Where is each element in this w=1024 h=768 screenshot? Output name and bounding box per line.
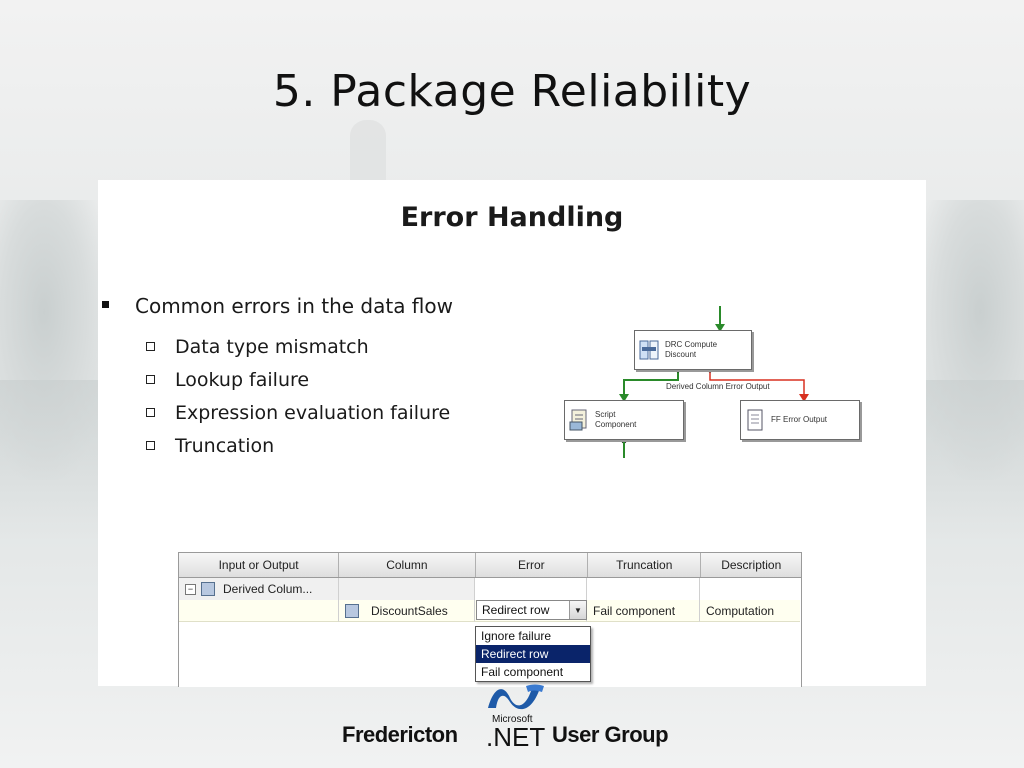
- output-name: Derived Colum...: [223, 582, 313, 596]
- header-truncation[interactable]: Truncation: [588, 553, 702, 577]
- truncation-cell[interactable]: Fail component: [587, 600, 700, 622]
- description-cell[interactable]: Computation: [700, 600, 800, 622]
- flow-connectors: [619, 306, 809, 458]
- column-name: DiscountSales: [371, 603, 448, 618]
- error-dropdown-value: Redirect row: [482, 603, 550, 617]
- list-item: Expression evaluation failure: [146, 396, 450, 429]
- dotnet-wave-icon: [488, 684, 544, 710]
- output-icon: [201, 582, 215, 596]
- footer-left-text: Fredericton: [342, 722, 458, 747]
- main-bullet: Common errors in the data flow: [102, 294, 453, 318]
- error-dropdown[interactable]: Redirect row ▼: [476, 600, 587, 620]
- header-input-or-output[interactable]: Input or Output: [179, 553, 340, 577]
- microsoft-text: Microsoft: [492, 714, 533, 725]
- square-bullet-icon: [102, 301, 109, 308]
- flat-file-error-output-node[interactable]: FF Error Output: [740, 400, 860, 440]
- option-ignore-failure[interactable]: Ignore failure: [481, 629, 552, 643]
- header-description[interactable]: Description: [721, 558, 782, 572]
- slide-title: 5. Package Reliability: [272, 66, 752, 117]
- grid-header: Input or Output Column Error Truncation …: [179, 553, 801, 578]
- main-bullet-text: Common errors in the data flow: [135, 294, 453, 318]
- column-icon: [345, 603, 359, 618]
- sub-bullet-list: Data type mismatch Lookup failure Expres…: [146, 330, 450, 462]
- hollow-square-bullet-icon: [146, 375, 155, 384]
- panel-heading: Error Handling: [400, 202, 624, 233]
- chevron-down-icon[interactable]: ▼: [569, 601, 586, 619]
- script-icon: [569, 409, 589, 431]
- option-redirect-row[interactable]: Redirect row: [476, 645, 590, 663]
- header-column[interactable]: Column: [339, 553, 476, 577]
- flat-file-icon: [745, 409, 765, 431]
- background-tower: [350, 120, 386, 190]
- collapse-icon[interactable]: −: [185, 583, 196, 595]
- list-item: Truncation: [146, 429, 450, 462]
- table-row[interactable]: − Derived Colum...: [179, 578, 801, 600]
- hollow-square-bullet-icon: [146, 342, 155, 351]
- hollow-square-bullet-icon: [146, 408, 155, 417]
- net-text: .NET: [486, 722, 546, 752]
- footer-right-text: User Group: [552, 722, 669, 747]
- header-error[interactable]: Error: [476, 553, 589, 577]
- error-dropdown-list: Ignore failure Redirect row Fail compone…: [475, 626, 591, 682]
- content-panel: Error Handling Common errors in the data…: [98, 180, 926, 687]
- footer-logo: Fredericton Microsoft .NET User Group: [0, 682, 1024, 752]
- list-item: Lookup failure: [146, 363, 450, 396]
- option-fail-component[interactable]: Fail component: [481, 665, 564, 679]
- derived-column-icon: [639, 339, 659, 361]
- hollow-square-bullet-icon: [146, 441, 155, 450]
- error-path-label: Derived Column Error Output: [666, 382, 770, 391]
- list-item: Data type mismatch: [146, 330, 450, 363]
